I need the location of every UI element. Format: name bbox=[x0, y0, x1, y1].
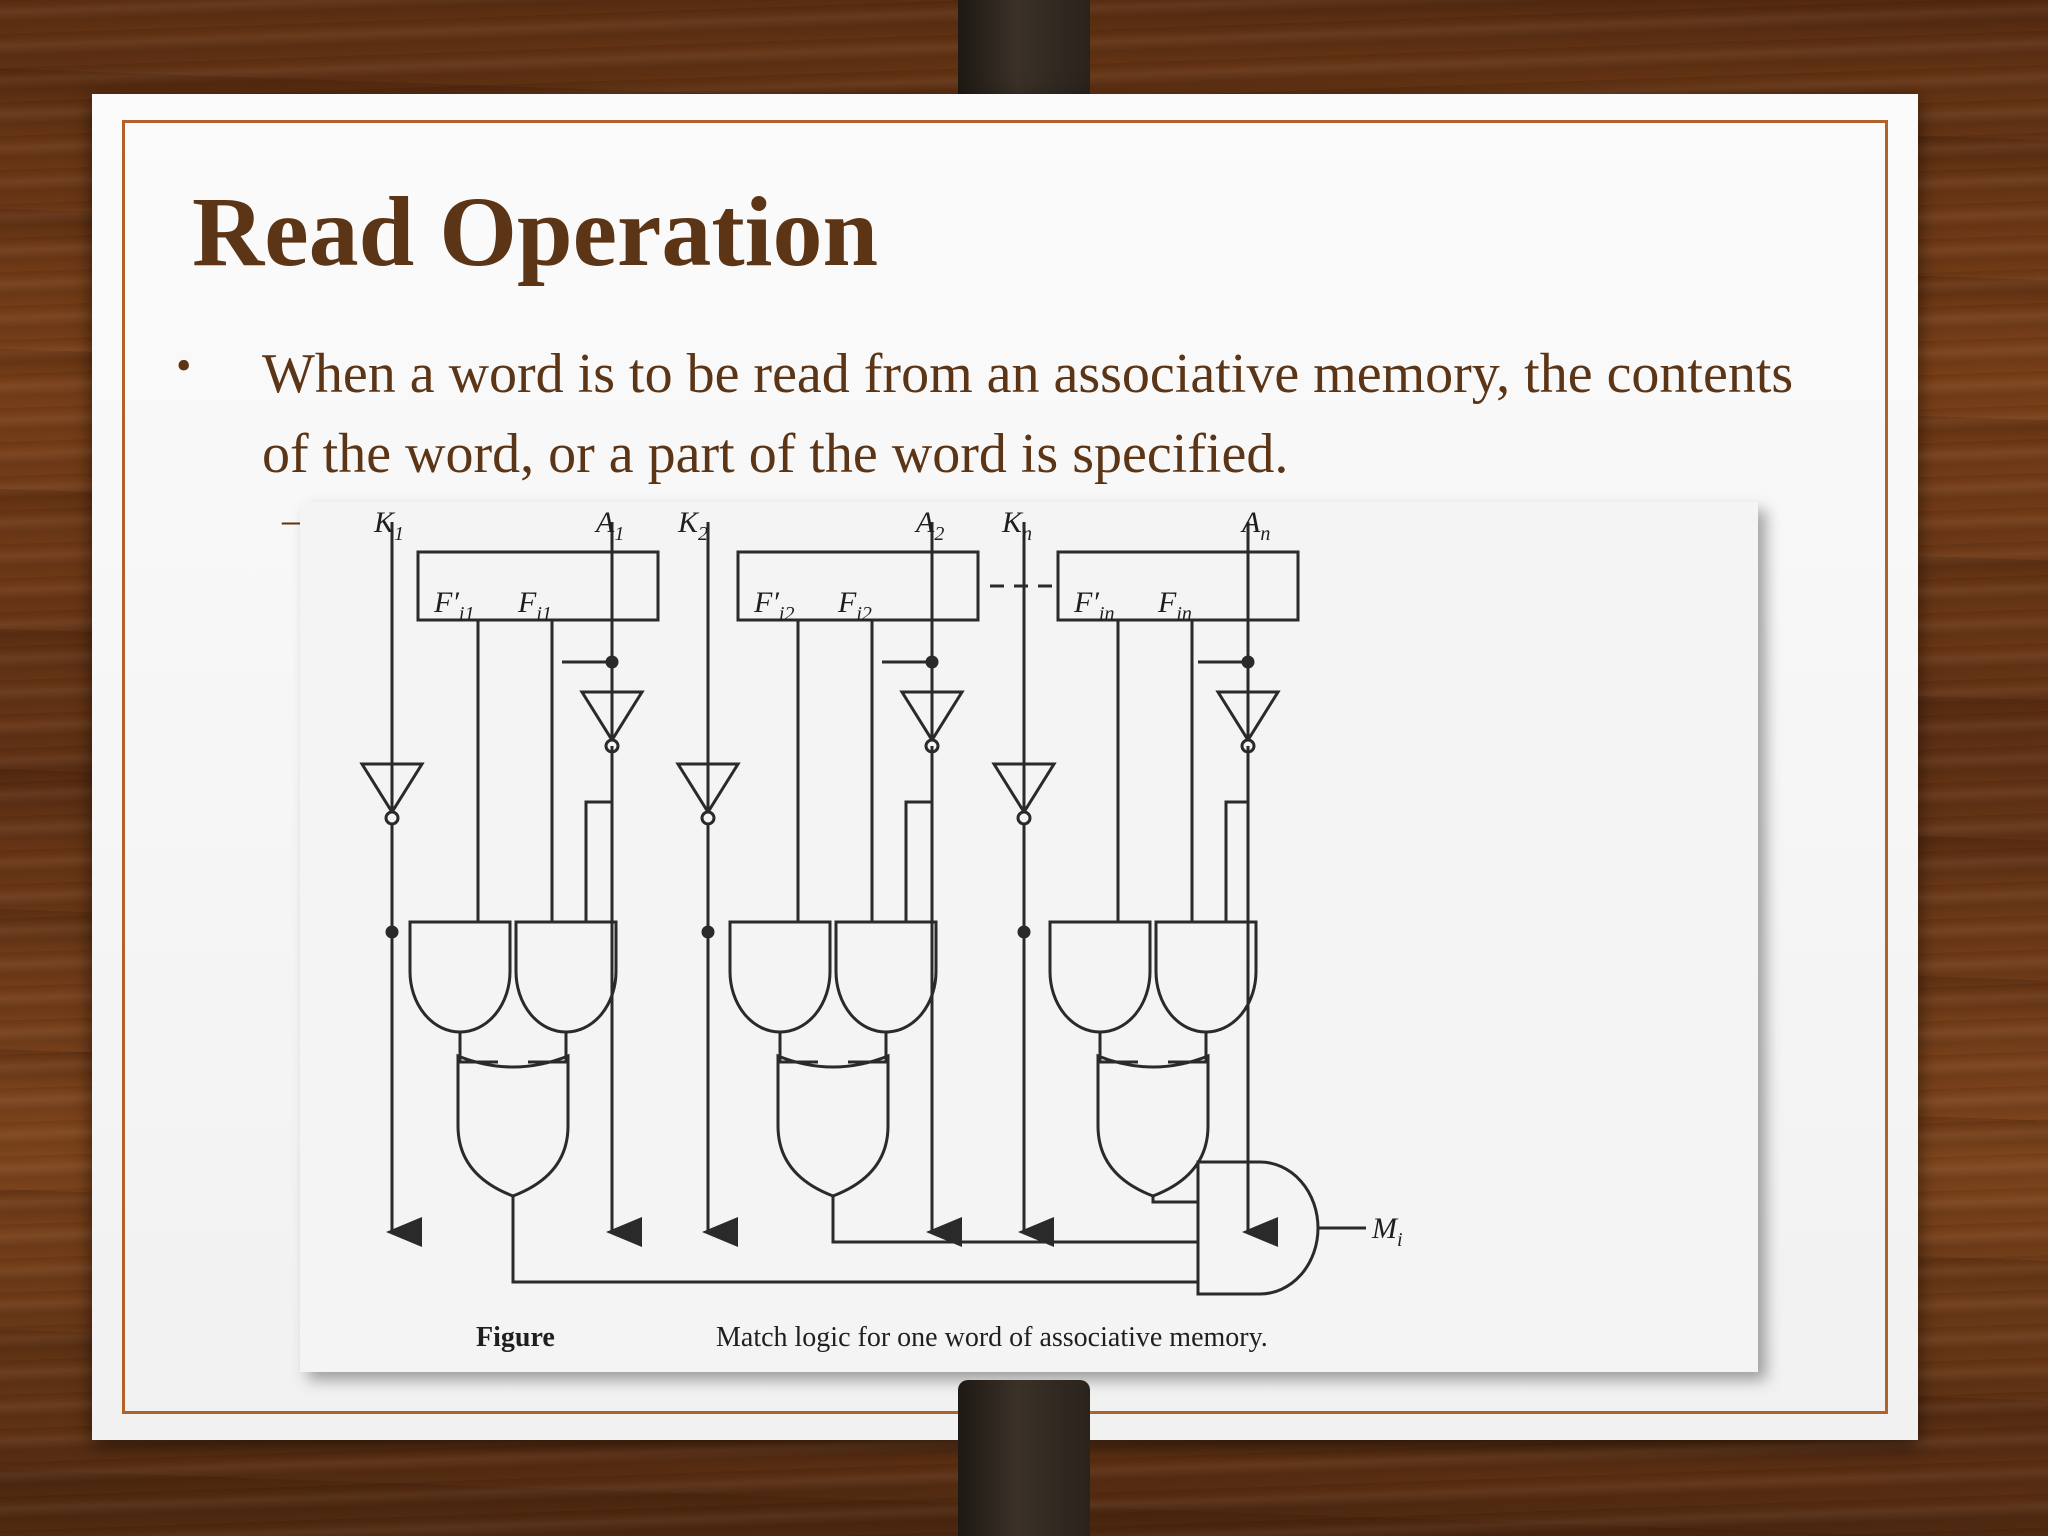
ff-label-f-in: Fin bbox=[1157, 586, 1192, 625]
input-label-kn: Kn bbox=[1001, 506, 1032, 545]
and-out-a-2 bbox=[778, 1032, 818, 1064]
and-gate-b-3 bbox=[1154, 920, 1258, 1034]
and-out-b-3 bbox=[1168, 1032, 1208, 1064]
ff-label-f-i1: Fi1 bbox=[517, 586, 552, 625]
k-inverter-1 bbox=[359, 762, 425, 815]
match-wire-1 bbox=[511, 1196, 1198, 1284]
k-inverter-2 bbox=[675, 762, 741, 815]
final-and-gate bbox=[1196, 1160, 1320, 1296]
match-wire-n bbox=[1151, 1196, 1198, 1204]
or-gate-2 bbox=[776, 1053, 890, 1198]
and-gate-a-3 bbox=[1048, 920, 1152, 1034]
slide-title: Read Operation bbox=[192, 176, 879, 287]
figure-caption-label: Figure bbox=[476, 1322, 555, 1353]
ff-label-fprime-i2: F′i2 bbox=[753, 586, 794, 625]
a-inverter-3 bbox=[1215, 690, 1281, 743]
input-label-k1: K1 bbox=[373, 506, 404, 545]
ff-label-fprime-i1: F′i1 bbox=[433, 586, 474, 625]
and-gate-b-1 bbox=[514, 920, 618, 1034]
flipflop-box-1 bbox=[416, 550, 660, 622]
and-out-a-3 bbox=[1098, 1032, 1138, 1064]
k-junction-1 bbox=[385, 925, 399, 939]
or-gate-1 bbox=[456, 1053, 570, 1198]
input-label-an: An bbox=[1240, 506, 1270, 545]
k-inverter-1-bubble bbox=[384, 810, 400, 826]
k-inverter-3-bubble bbox=[1016, 810, 1032, 826]
or-gate-3 bbox=[1096, 1053, 1210, 1198]
a-inv-wire-2 bbox=[904, 746, 934, 922]
and-gate-b-2 bbox=[834, 920, 938, 1034]
match-wire-2 bbox=[831, 1196, 1198, 1244]
a-inv-wire-3 bbox=[1224, 746, 1250, 922]
ff-label-f-i2: Fi2 bbox=[837, 586, 872, 625]
bullet-marker: • bbox=[176, 341, 192, 390]
k-junction-3 bbox=[1017, 925, 1031, 939]
and-out-a-1 bbox=[458, 1032, 498, 1064]
output-label-mi: Mi bbox=[1371, 1212, 1403, 1251]
match-logic-figure: K1 A1 K2 A2 Kn An F′i1 Fi1 F′i2 Fi2 F′in… bbox=[300, 502, 1758, 1372]
input-label-a1: A1 bbox=[594, 506, 624, 545]
a-inverter-2 bbox=[899, 690, 965, 743]
input-label-k2: K2 bbox=[677, 506, 708, 545]
ff-label-fprime-in: F′in bbox=[1073, 586, 1114, 625]
k-inverter-3 bbox=[991, 762, 1057, 815]
flipflop-box-3 bbox=[1056, 550, 1300, 622]
a-inv-wire-1 bbox=[584, 746, 614, 922]
and-gate-a-1 bbox=[408, 920, 512, 1034]
match-logic-diagram: K1 A1 K2 A2 Kn An F′i1 Fi1 F′i2 Fi2 F′in… bbox=[359, 506, 1403, 1353]
sub-bullet-marker: – bbox=[282, 497, 302, 542]
a-inverter-1 bbox=[579, 690, 645, 743]
input-label-a2: A2 bbox=[914, 506, 944, 545]
flipflop-box-2 bbox=[736, 550, 980, 622]
slide-paper: Read Operation • When a word is to be re… bbox=[92, 94, 1918, 1440]
and-out-b-2 bbox=[848, 1032, 888, 1064]
and-out-b-1 bbox=[528, 1032, 568, 1064]
figure-caption-text: Match logic for one word of associative … bbox=[716, 1322, 1268, 1353]
and-gate-a-2 bbox=[728, 920, 832, 1034]
k-inverter-2-bubble bbox=[700, 810, 716, 826]
k-junction-2 bbox=[701, 925, 715, 939]
binder-strap-bottom bbox=[958, 1380, 1090, 1536]
bullet-text: When a word is to be read from an associ… bbox=[262, 343, 1794, 485]
